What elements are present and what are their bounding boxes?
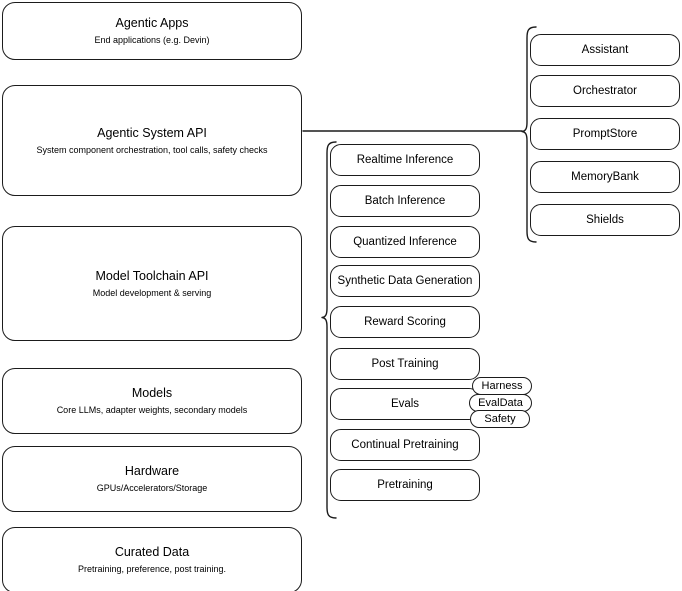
layer-title: Curated Data (114, 545, 190, 559)
toolchain-item-batch-inference[interactable]: Batch Inference (330, 185, 480, 217)
item-label: Reward Scoring (364, 316, 446, 328)
layer-subtitle: Model development & serving (92, 287, 212, 298)
layer-subtitle: End applications (e.g. Devin) (94, 35, 210, 45)
pill-label: Harness (481, 380, 523, 392)
item-label: Quantized Inference (353, 236, 457, 248)
system-item-orchestrator[interactable]: Orchestrator (530, 75, 680, 107)
item-label: PromptStore (572, 128, 638, 140)
pill-label: Safety (484, 413, 516, 425)
item-label: Realtime Inference (356, 154, 454, 166)
system-item-promptstore[interactable]: PromptStore (530, 118, 680, 150)
toolchain-item-evals[interactable]: Evals (330, 388, 480, 420)
layer-subtitle: Core LLMs, adapter weights, secondary mo… (56, 405, 248, 415)
item-label: Pretraining (377, 479, 433, 491)
layer-title: Model Toolchain API (95, 268, 209, 283)
toolchain-item-quantized-inference[interactable]: Quantized Inference (330, 226, 480, 258)
layer-title: Models (131, 386, 173, 400)
eval-pill-safety[interactable]: Safety (470, 410, 530, 428)
layer-subtitle: Pretraining, preference, post training. (77, 564, 227, 574)
item-label: MemoryBank (571, 171, 639, 183)
item-label: Orchestrator (573, 85, 637, 97)
system-item-assistant[interactable]: Assistant (530, 34, 680, 66)
layer-agentic-system-api[interactable]: Agentic System API System component orch… (2, 85, 302, 196)
toolchain-item-continual-pretraining[interactable]: Continual Pretraining (330, 429, 480, 461)
layer-models[interactable]: Models Core LLMs, adapter weights, secon… (2, 368, 302, 434)
pill-label: EvalData (478, 397, 523, 409)
layer-title: Agentic System API (97, 125, 207, 140)
layer-model-toolchain-api[interactable]: Model Toolchain API Model development & … (2, 226, 302, 341)
item-label: Batch Inference (364, 195, 446, 207)
toolchain-item-realtime-inference[interactable]: Realtime Inference (330, 144, 480, 176)
layer-curated-data[interactable]: Curated Data Pretraining, preference, po… (2, 527, 302, 591)
toolchain-item-reward-scoring[interactable]: Reward Scoring (330, 306, 480, 338)
toolchain-item-pretraining[interactable]: Pretraining (330, 469, 480, 501)
item-label: Shields (586, 214, 624, 226)
layer-subtitle: System component orchestration, tool cal… (36, 144, 268, 155)
layer-hardware[interactable]: Hardware GPUs/Accelerators/Storage (2, 446, 302, 512)
item-label: Synthetic Data Generation (337, 275, 473, 287)
toolchain-item-post-training[interactable]: Post Training (330, 348, 480, 380)
layer-title: Hardware (124, 464, 180, 478)
layer-title: Agentic Apps (115, 16, 189, 30)
system-item-memorybank[interactable]: MemoryBank (530, 161, 680, 193)
system-item-shields[interactable]: Shields (530, 204, 680, 236)
layer-subtitle: GPUs/Accelerators/Storage (96, 483, 208, 493)
item-label: Assistant (581, 44, 629, 56)
layer-agentic-apps[interactable]: Agentic Apps End applications (e.g. Devi… (2, 2, 302, 60)
item-label: Post Training (371, 358, 439, 370)
eval-pill-harness[interactable]: Harness (472, 377, 532, 395)
item-label: Continual Pretraining (351, 439, 459, 451)
toolchain-item-synthetic-data-generation[interactable]: Synthetic Data Generation (330, 265, 480, 297)
item-label: Evals (390, 398, 420, 410)
